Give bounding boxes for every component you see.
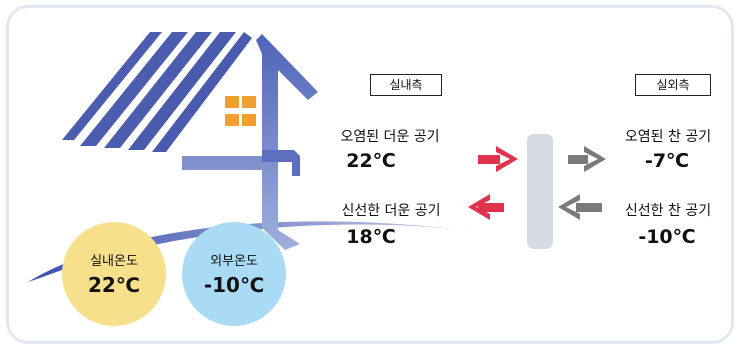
- exchanger-bar: [527, 134, 553, 249]
- outdoor-temp-label: 외부온도: [210, 254, 258, 269]
- arrow-indoor-in-icon: [468, 194, 504, 220]
- indoor-supply-label: 신선한 더운 공기: [341, 203, 441, 219]
- outdoor-intake-temp: -10℃: [638, 226, 696, 248]
- house-hook: [262, 150, 300, 176]
- window-icon: [225, 96, 256, 126]
- roof-stripes: [62, 32, 252, 152]
- indoor-temp-value: 22℃: [87, 273, 141, 297]
- indoor-temp-label: 실내온도: [90, 254, 138, 269]
- outdoor-tag: 실외측: [635, 74, 711, 96]
- outdoor-temp-value: -10℃: [203, 273, 265, 297]
- indoor-tag: 실내측: [370, 74, 442, 96]
- indoor-supply-temp: 18℃: [346, 226, 396, 248]
- indoor-exhaust-temp: 22℃: [346, 150, 396, 172]
- arrow-indoor-out-icon: [478, 146, 518, 172]
- arrow-outdoor-in-icon: [558, 194, 602, 220]
- outdoor-intake-label: 신선한 찬 공기: [624, 203, 712, 219]
- outdoor-exhaust-label: 오염된 찬 공기: [624, 129, 712, 145]
- indoor-temp-bubble: 실내온도 22℃: [62, 222, 166, 326]
- arrow-outdoor-out-icon: [568, 146, 606, 172]
- outdoor-temp-bubble: 외부온도 -10℃: [182, 222, 286, 326]
- outdoor-exhaust-temp: -7℃: [644, 150, 690, 172]
- indoor-exhaust-label: 오염된 더운 공기: [340, 129, 440, 145]
